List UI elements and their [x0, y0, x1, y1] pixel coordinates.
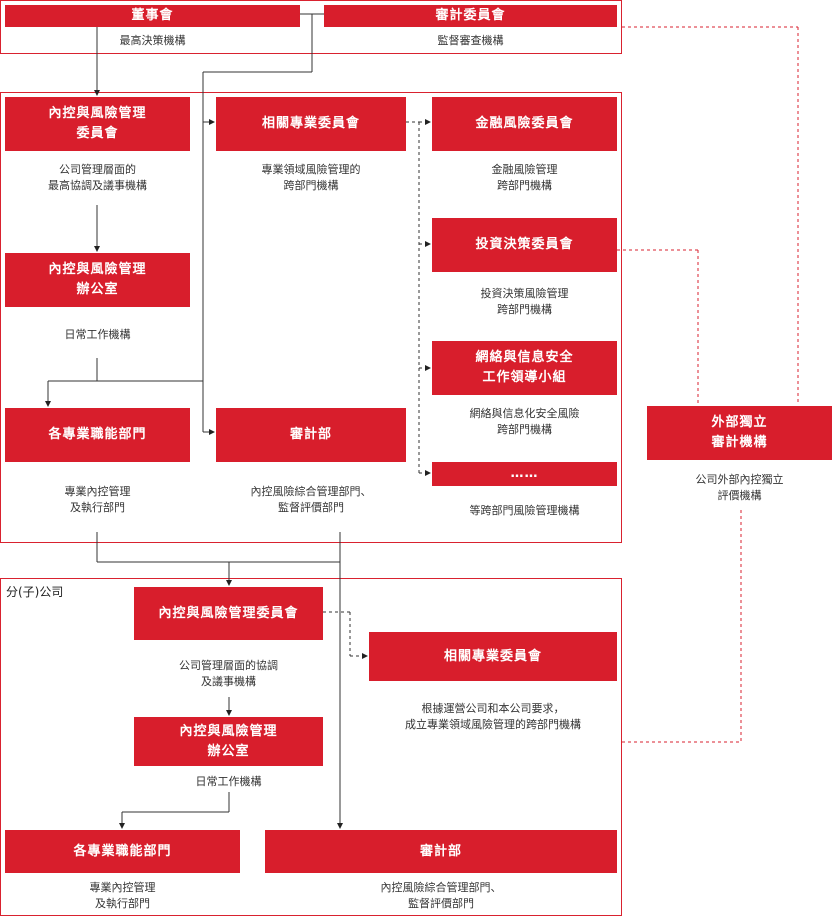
related-committee-desc: 專業領域風險管理的 跨部門機構	[261, 163, 361, 192]
board-box: 董事會	[5, 5, 300, 27]
sub-functional-depts-box: 各專業職能部門	[5, 830, 240, 873]
ic-office-desc: 日常工作機構	[64, 328, 131, 341]
hq-frame	[0, 92, 622, 543]
audit-dept-box: 審計部	[216, 408, 406, 462]
investment-committee-desc: 投資決策風險管理 跨部門機構	[480, 287, 569, 316]
sub-ic-committee-desc: 公司管理層面的協調 及議事機構	[179, 659, 278, 688]
audit-dept-desc: 內控風險綜合管理部門、 監督評價部門	[250, 485, 372, 514]
sub-ic-office-desc: 日常工作機構	[195, 775, 262, 788]
sub-audit-dept-desc: 內控風險綜合管理部門、 監督評價部門	[380, 881, 502, 910]
sub-ic-office-box: 內控與風險管理 辦公室	[134, 717, 323, 766]
etc-desc: 等跨部門風險管理機構	[469, 504, 580, 517]
cyber-group-desc: 網絡與信息化安全風險 跨部門機構	[469, 407, 580, 436]
top-frame	[0, 0, 622, 54]
ic-office-box: 內控與風險管理 辦公室	[5, 253, 190, 307]
external-auditor-desc: 公司外部內控獨立 評價機構	[695, 473, 784, 502]
board-desc: 最高決策機構	[119, 34, 186, 47]
cyber-group-box: 網絡與信息安全 工作領導小組	[432, 341, 617, 395]
audit-committee-desc: 監督審查機構	[437, 34, 504, 47]
sub-ic-committee-box: 內控與風險管理委員會	[134, 587, 323, 640]
sub-related-committee-desc: 根據運營公司和本公司要求， 成立專業領域風險管理的跨部門機構	[405, 702, 581, 731]
sub-audit-dept-box: 審計部	[265, 830, 617, 873]
functional-depts-desc: 專業內控管理 及執行部門	[64, 485, 131, 514]
functional-depts-box: 各專業職能部門	[5, 408, 190, 462]
finance-committee-box: 金融風險委員會	[432, 97, 617, 151]
external-auditor-box: 外部獨立 審計機構	[647, 406, 832, 460]
audit-committee-box: 審計委員會	[324, 5, 617, 27]
subsidiary-section-label: 分(子)公司	[6, 585, 64, 599]
etc-box: ……	[432, 462, 617, 486]
ic-committee-box: 內控與風險管理 委員會	[5, 97, 190, 151]
related-committee-box: 相關專業委員會	[216, 97, 406, 151]
sub-functional-depts-desc: 專業內控管理 及執行部門	[89, 881, 156, 910]
sub-related-committee-box: 相關專業委員會	[369, 632, 617, 681]
ic-committee-desc: 公司管理層面的 最高協調及議事機構	[48, 163, 147, 192]
finance-committee-desc: 金融風險管理 跨部門機構	[491, 163, 558, 192]
investment-committee-box: 投資決策委員會	[432, 218, 617, 272]
